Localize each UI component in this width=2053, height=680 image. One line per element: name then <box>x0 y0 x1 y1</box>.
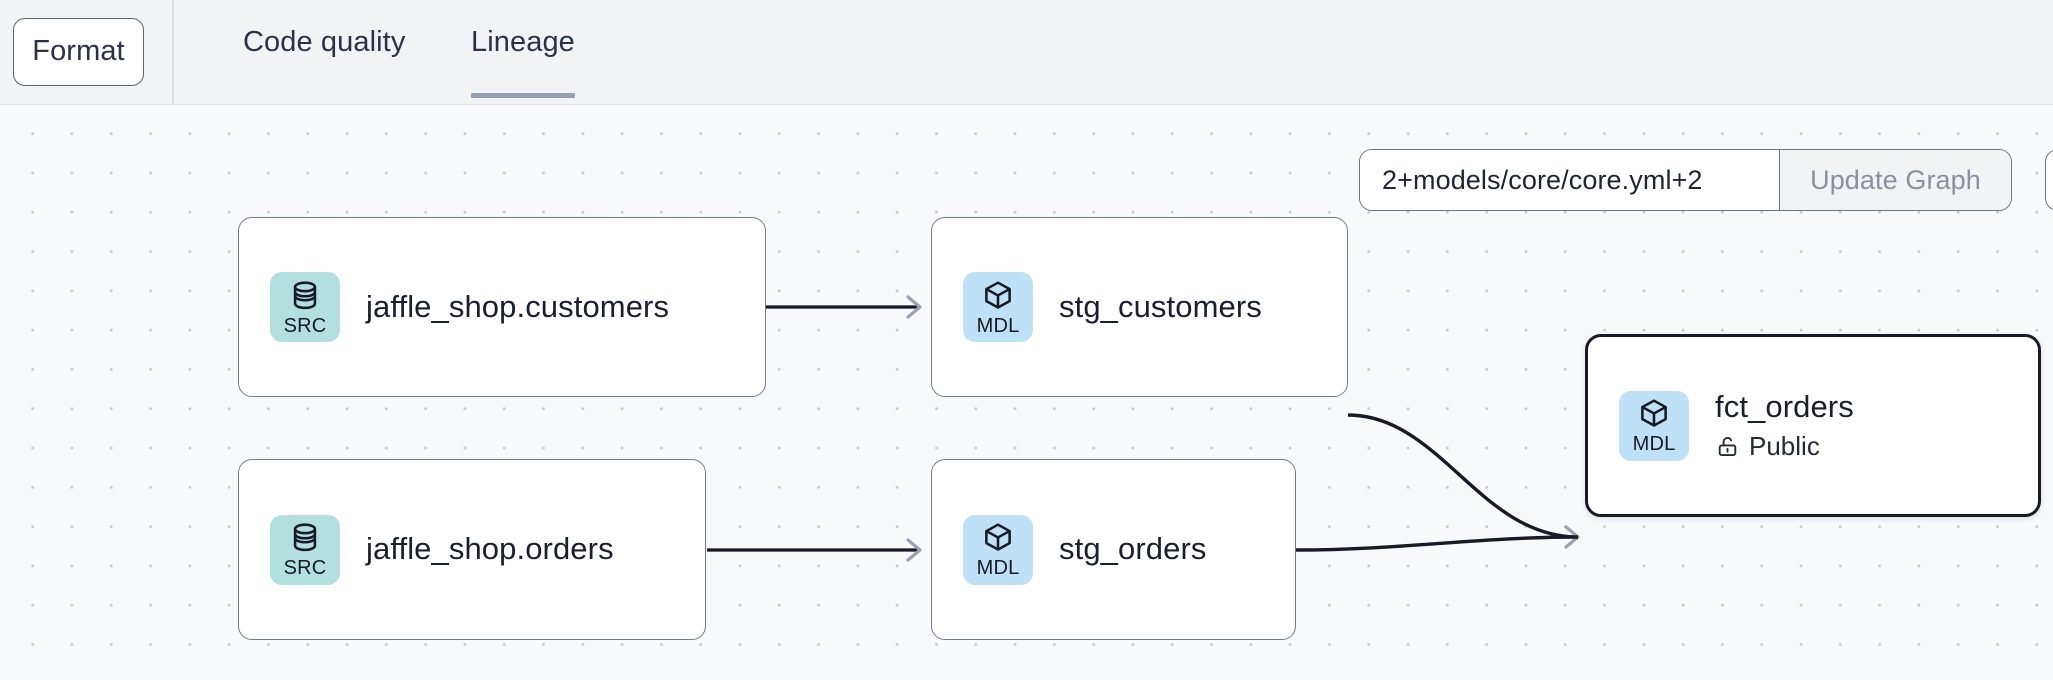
node-body: fct_orders Public <box>1715 389 1854 462</box>
edge-stg-orders-to-fct-orders <box>1295 535 1579 552</box>
format-button[interactable]: Format <box>13 18 144 86</box>
graph-node-jaffle-shop-customers[interactable]: SRC jaffle_shop.customers <box>238 217 766 397</box>
node-title: stg_orders <box>1059 531 1207 567</box>
graph-node-stg-customers[interactable]: MDL stg_customers <box>931 217 1348 397</box>
editor-header: Format Code quality Lineage <box>0 0 2053 105</box>
graph-node-fct-orders[interactable]: MDL fct_orders Public <box>1585 334 2041 517</box>
cube-icon <box>985 280 1011 309</box>
database-icon <box>293 280 317 309</box>
database-icon <box>293 523 317 552</box>
node-title: jaffle_shop.orders <box>366 531 614 567</box>
graph-selector-input[interactable] <box>1360 150 1779 210</box>
node-badge-label: SRC <box>283 557 327 579</box>
node-body: jaffle_shop.orders <box>366 531 614 568</box>
tab-lineage[interactable]: Lineage <box>471 0 575 105</box>
cube-icon <box>985 523 1011 551</box>
node-badge-label: SRC <box>283 314 327 337</box>
node-body: jaffle_shop.customers <box>366 289 669 326</box>
node-badge-mdl: MDL <box>963 272 1033 342</box>
tab-code-quality-label: Code quality <box>243 26 406 58</box>
lineage-canvas[interactable]: SRC jaffle_shop.customers MDL stg_custom… <box>0 105 2053 680</box>
update-graph-button[interactable]: Update Graph <box>1779 150 2011 210</box>
node-body: stg_orders <box>1059 531 1206 568</box>
node-visibility-label: Public <box>1749 430 1820 461</box>
node-badge-mdl: MDL <box>1619 390 1689 461</box>
node-body: stg_customers <box>1059 289 1262 326</box>
node-title: stg_customers <box>1059 288 1262 324</box>
tab-active-underline <box>471 93 575 98</box>
node-visibility: Public <box>1715 431 1854 462</box>
edge-stg-customers-to-fct-orders <box>1347 413 1579 539</box>
unlock-icon <box>1718 436 1737 456</box>
header-divider <box>172 0 174 105</box>
node-badge-mdl: MDL <box>963 514 1033 585</box>
node-title: fct_orders <box>1715 389 1854 425</box>
cube-icon <box>1641 399 1667 427</box>
tab-code-quality[interactable]: Code quality <box>243 0 405 105</box>
node-badge-src: SRC <box>270 272 340 342</box>
node-badge-src: SRC <box>270 514 340 585</box>
graph-selector-controls: Update Graph <box>1359 149 2012 211</box>
tab-lineage-label: Lineage <box>471 26 575 58</box>
node-badge-label: MDL <box>976 314 1020 337</box>
node-badge-label: MDL <box>976 557 1020 579</box>
node-title: jaffle_shop.customers <box>366 288 670 324</box>
graph-controls-overflow-panel[interactable] <box>2045 149 2053 211</box>
graph-node-jaffle-shop-orders[interactable]: SRC jaffle_shop.orders <box>238 459 706 640</box>
node-badge-label: MDL <box>1632 433 1676 455</box>
graph-node-stg-orders[interactable]: MDL stg_orders <box>931 459 1296 640</box>
